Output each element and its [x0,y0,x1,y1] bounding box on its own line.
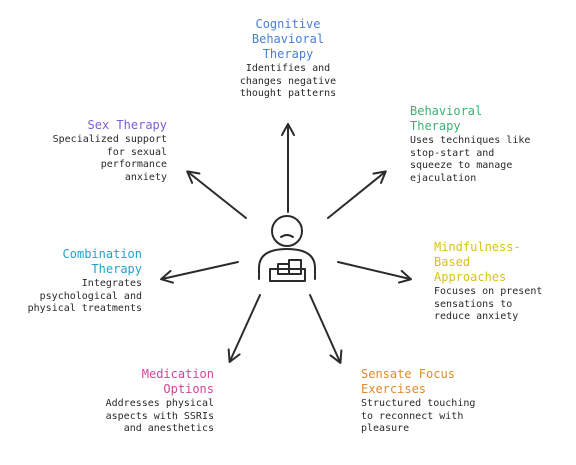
node-behavioral-title: Behavioral Therapy [410,104,483,133]
node-cbt-desc: Identifies and changes negative thought … [239,63,337,99]
node-medication: Medication Options Addresses physical as… [74,367,214,436]
node-mindfulness-desc: Focuses on present sensations to reduce … [434,286,543,322]
node-sensate-title: Sensate Focus Exercises [361,367,455,396]
node-cbt: Cognitive Behavioral Therapy Identifies … [226,17,350,101]
node-sex-title: Sex Therapy [87,118,167,132]
node-combination: Combination Therapy Integrates psycholog… [10,247,142,316]
node-combination-desc: Integrates psychological and physical tr… [27,278,142,314]
node-combination-title: Combination Therapy [62,247,142,276]
arrow-to-sensate [309,294,343,364]
node-sex-desc: Specialized support for sexual performan… [52,134,167,183]
person-at-podium-icon [258,215,316,282]
arrow-to-medication [227,294,261,363]
arrow-to-combination [160,261,239,284]
node-sex: Sex Therapy Specialized support for sexu… [30,118,167,184]
node-medication-desc: Addresses physical aspects with SSRIs an… [105,398,214,434]
node-mindfulness-title: Mindfulness- Based Approaches [434,240,521,284]
node-cbt-title: Cognitive Behavioral Therapy [251,17,325,61]
node-mindfulness: Mindfulness- Based Approaches Focuses on… [434,240,564,324]
arrow-to-behavioral [327,170,387,219]
node-medication-title: Medication Options [141,367,214,396]
node-sensate-desc: Structured touching to reconnect with pl… [361,398,476,434]
arrow-to-mindfulness [337,261,412,284]
node-behavioral: Behavioral Therapy Uses techniques like … [410,104,560,185]
arrow-to-sex [186,170,247,219]
node-behavioral-desc: Uses techniques like stop-start and sque… [410,135,531,184]
node-sensate: Sensate Focus Exercises Structured touch… [361,367,501,436]
